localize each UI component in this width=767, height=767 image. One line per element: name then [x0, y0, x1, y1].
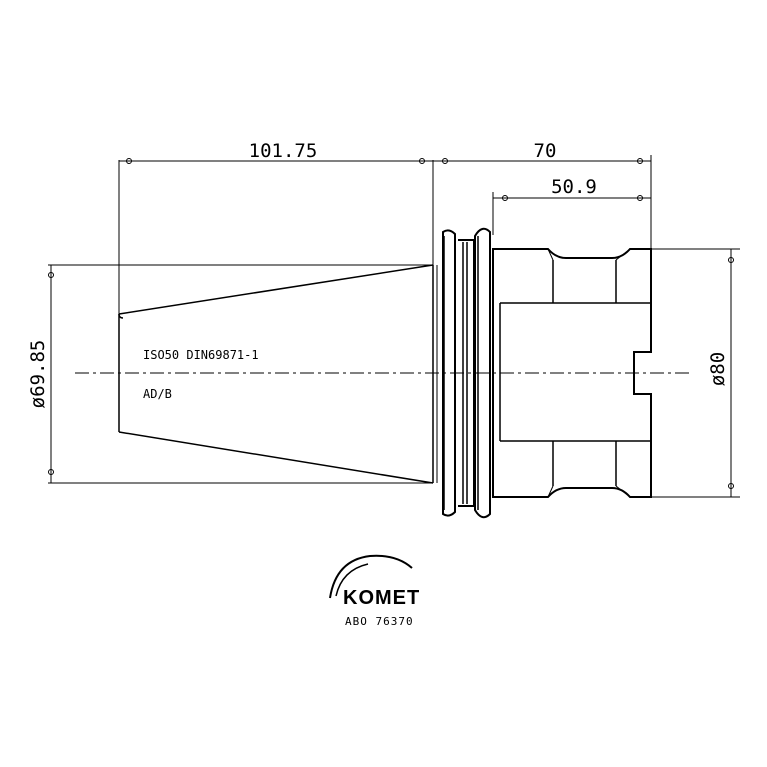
- komet-logo: KOMET ABO 76370: [329, 554, 420, 628]
- variant-note: AD/B: [143, 387, 172, 401]
- logo-arc-icon: [329, 554, 413, 599]
- body-diameter-label: ø80: [707, 352, 729, 386]
- dimension-taper-diameter: ø69.85: [27, 264, 433, 484]
- taper-length-label: 101.75: [249, 140, 318, 162]
- taper-shank: [118, 264, 438, 484]
- dimension-taper-length: 101.75: [118, 140, 434, 320]
- logo-brand: KOMET: [343, 587, 420, 609]
- tool-body: [492, 248, 652, 498]
- dimension-overall-length: 70: [433, 140, 652, 250]
- taper-diameter-label: ø69.85: [27, 340, 49, 409]
- flange: [442, 227, 491, 519]
- standard-note: ISO50 DIN69871-1: [143, 348, 259, 362]
- body-length-label: 50.9: [551, 176, 597, 198]
- overall-length-label: 70: [534, 140, 557, 162]
- article-code: ABO 76370: [345, 615, 414, 628]
- dimension-body-diameter: ø80: [651, 248, 740, 498]
- dimension-body-length: 50.9: [492, 176, 651, 235]
